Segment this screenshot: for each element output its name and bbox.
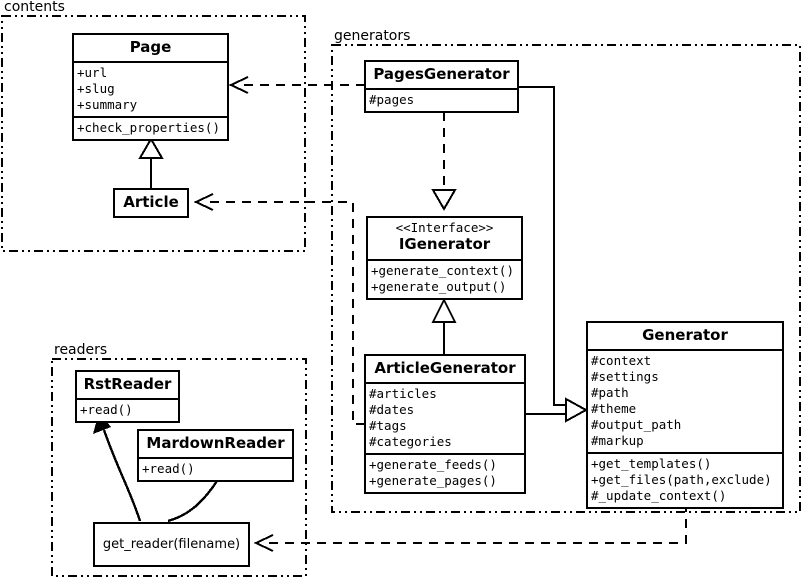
class-articlegenerator-title: ArticleGenerator bbox=[374, 359, 516, 377]
method-row: +generate_feeds() bbox=[369, 457, 497, 473]
edge-articlegenerator-depends-article bbox=[205, 201, 365, 425]
method-row: +read() bbox=[142, 461, 195, 477]
package-label-contents: contents bbox=[4, 0, 65, 15]
arrowhead-generator-inheritance bbox=[565, 397, 589, 423]
edge-articlegenerator-realizes-igenerator bbox=[431, 297, 457, 355]
package-frame-contents bbox=[1, 15, 306, 252]
method-row: #_update_context() bbox=[591, 488, 727, 504]
package-label-readers: readers bbox=[54, 342, 108, 358]
class-article-title: Article bbox=[123, 193, 179, 211]
class-mardownreader-header: MardownReader bbox=[139, 431, 292, 457]
edge-pagesgenerator-inherits-generator bbox=[519, 86, 566, 406]
class-page-attributes: +url +slug +summary bbox=[74, 61, 227, 116]
package-label-generators: generators bbox=[334, 28, 411, 44]
edge-generator-depends-get-reader bbox=[265, 503, 687, 544]
attribute-row: #articles bbox=[369, 386, 437, 402]
edge-article-inherits-page bbox=[138, 137, 164, 189]
class-page-header: Page bbox=[74, 35, 227, 61]
attribute-row: #output_path bbox=[591, 417, 682, 433]
attribute-row: +url bbox=[77, 65, 108, 81]
class-generator-title: Generator bbox=[642, 326, 728, 344]
arrowhead-get-reader-dependency bbox=[253, 534, 274, 552]
class-page-methods: +check_properties() bbox=[74, 116, 227, 139]
class-generator-header: Generator bbox=[588, 323, 782, 349]
class-rstreader[interactable]: RstReader +read() bbox=[75, 370, 180, 424]
class-rstreader-methods: +read() bbox=[77, 398, 178, 421]
attribute-row: +slug bbox=[77, 81, 115, 97]
class-igenerator-methods: +generate_context() +generate_output() bbox=[368, 258, 521, 298]
method-row: +generate_pages() bbox=[369, 473, 497, 489]
class-mardownreader[interactable]: MardownReader +read() bbox=[137, 429, 294, 483]
method-row: +check_properties() bbox=[77, 120, 220, 136]
class-igenerator-header: <<Interface>> IGenerator bbox=[368, 218, 521, 259]
function-get-reader[interactable]: get_reader(filename) bbox=[93, 522, 250, 567]
class-articlegenerator-methods: +generate_feeds() +generate_pages() bbox=[366, 453, 524, 492]
class-article[interactable]: Article bbox=[113, 188, 189, 219]
class-igenerator-stereotype: <<Interface>> bbox=[395, 220, 494, 235]
method-row: +get_files(path,exclude) bbox=[591, 472, 772, 488]
attribute-row: #pages bbox=[369, 92, 415, 108]
attribute-row: #path bbox=[591, 385, 629, 401]
class-generator[interactable]: Generator #context #settings #path #them… bbox=[586, 321, 784, 510]
class-generator-methods: +get_templates() +get_files(path,exclude… bbox=[588, 452, 782, 507]
attribute-row: #markup bbox=[591, 433, 644, 449]
class-generator-attributes: #context #settings #path #theme #output_… bbox=[588, 349, 782, 452]
function-get-reader-label: get_reader(filename) bbox=[102, 537, 241, 552]
attribute-row: #context bbox=[591, 353, 652, 369]
edge-get-reader-returns-rstreader bbox=[93, 412, 142, 522]
edge-pagesgenerator-realizes-igenerator bbox=[431, 112, 457, 211]
class-mardownreader-title: MardownReader bbox=[146, 434, 285, 452]
class-igenerator-title: IGenerator bbox=[398, 235, 491, 254]
attribute-row: #dates bbox=[369, 402, 415, 418]
class-mardownreader-methods: +read() bbox=[139, 457, 292, 480]
class-pagesgenerator[interactable]: PagesGenerator #pages bbox=[364, 60, 519, 114]
attribute-row: #tags bbox=[369, 418, 407, 434]
class-rstreader-header: RstReader bbox=[77, 372, 178, 398]
class-rstreader-title: RstReader bbox=[83, 375, 172, 393]
class-page[interactable]: Page +url +slug +summary +check_properti… bbox=[72, 33, 229, 142]
class-pagesgenerator-title: PagesGenerator bbox=[373, 65, 510, 83]
class-pagesgenerator-header: PagesGenerator bbox=[366, 62, 517, 88]
method-row: +read() bbox=[80, 402, 133, 418]
class-page-title: Page bbox=[129, 38, 172, 56]
arrowhead-article-dependency bbox=[193, 193, 214, 211]
attribute-row: +summary bbox=[77, 97, 138, 113]
attribute-row: #settings bbox=[591, 369, 659, 385]
attribute-row: #theme bbox=[591, 401, 637, 417]
class-article-header: Article bbox=[115, 190, 187, 216]
class-articlegenerator-attributes: #articles #dates #tags #categories bbox=[366, 382, 524, 453]
method-row: +generate_context() bbox=[371, 262, 514, 278]
method-row: +get_templates() bbox=[591, 456, 712, 472]
class-pagesgenerator-attributes: #pages bbox=[366, 88, 517, 111]
attribute-row: #categories bbox=[369, 434, 452, 450]
class-articlegenerator[interactable]: ArticleGenerator #articles #dates #tags … bbox=[364, 354, 526, 495]
package-frame-generators bbox=[331, 44, 801, 513]
class-igenerator[interactable]: <<Interface>> IGenerator +generate_conte… bbox=[366, 216, 523, 300]
class-articlegenerator-header: ArticleGenerator bbox=[366, 356, 524, 382]
package-frame-readers bbox=[51, 358, 307, 577]
edge-pagesgenerator-depends-page bbox=[228, 76, 365, 94]
method-row: +generate_output() bbox=[371, 278, 507, 294]
